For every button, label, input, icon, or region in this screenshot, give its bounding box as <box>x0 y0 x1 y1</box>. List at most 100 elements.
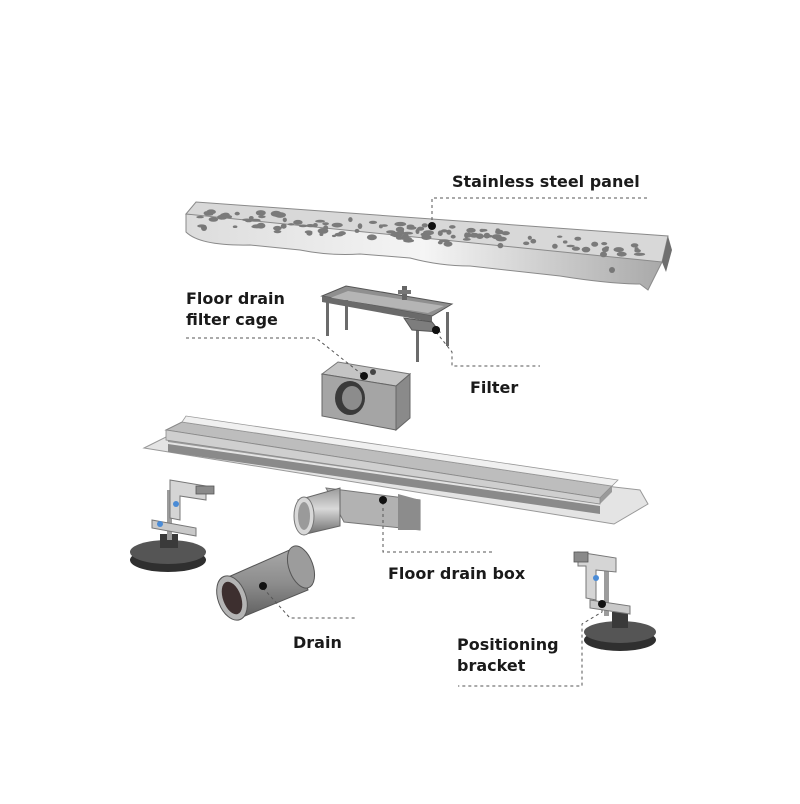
panel-perforation <box>366 234 377 241</box>
panel-perforation <box>206 209 216 215</box>
panel-perforation <box>479 228 485 233</box>
panel-perforation <box>287 223 295 226</box>
label-positioning-bracket: Positioning bracket <box>457 634 559 676</box>
panel-perforation <box>482 234 494 238</box>
panel-perforation <box>421 223 428 228</box>
label-drain: Drain <box>293 632 342 653</box>
dot-drain <box>259 582 267 590</box>
panel-perforation <box>491 234 502 240</box>
panel-perforation <box>232 225 238 228</box>
drain-pipe <box>216 545 316 621</box>
panel-perforation <box>406 226 417 230</box>
panel-perforation <box>574 236 582 241</box>
label-cage-line2: filter cage <box>186 310 278 329</box>
panel-perforation <box>600 251 607 258</box>
panel-perforation <box>331 234 337 238</box>
panel-perforation <box>421 234 432 240</box>
leader-cage <box>186 337 365 377</box>
panel-perforation <box>273 225 282 231</box>
panel-perforation <box>495 228 500 232</box>
panel-perforation <box>571 246 581 251</box>
label-bracket-line1: Positioning <box>457 635 559 654</box>
dot-box <box>379 496 387 504</box>
positioning-bracket-left <box>130 479 215 572</box>
label-filter: Filter <box>470 377 518 398</box>
panel-perforation <box>601 247 609 253</box>
panel-perforation <box>417 226 425 231</box>
positioning-bracket-right <box>573 551 656 651</box>
panel-perforation <box>566 244 575 248</box>
panel-perforation <box>562 240 568 244</box>
panel-perforation <box>464 232 469 239</box>
panel-perforation <box>256 222 266 229</box>
leader-lines <box>186 197 650 687</box>
panel-perforation <box>258 215 266 219</box>
panel-perforation <box>313 223 318 228</box>
panel-perforation <box>423 230 434 236</box>
panel-perforation <box>354 228 360 233</box>
panel-perforation <box>293 219 303 225</box>
panel-perforation <box>557 235 563 238</box>
stainless-steel-panel <box>185 201 672 291</box>
dot-filter <box>432 326 440 334</box>
panel-perforation <box>348 217 353 223</box>
panel-perforation <box>495 231 505 235</box>
panel-perforation <box>440 229 448 233</box>
panel-perforation <box>630 243 639 248</box>
panel-perforation <box>591 241 599 247</box>
panel-perforation <box>203 211 209 215</box>
panel-perforation <box>390 233 401 237</box>
panel-perforation <box>476 233 484 239</box>
panel-perforation <box>450 234 456 239</box>
panel-perforation <box>449 225 456 229</box>
leader-bracket <box>458 604 603 687</box>
panel-perforation <box>319 232 324 236</box>
panel-perforation <box>399 230 404 236</box>
panel-perforation <box>378 224 383 229</box>
label-filter-text: Filter <box>470 378 519 397</box>
panel-perforation <box>523 241 530 246</box>
panel-perforation <box>221 212 230 217</box>
panel-perforation <box>400 237 409 241</box>
panel-perforation <box>306 224 315 228</box>
panel-perforation <box>497 242 504 249</box>
drain-channel <box>142 415 649 536</box>
panel-perforation <box>255 210 266 216</box>
panel-perforation <box>234 211 240 216</box>
leader-dots <box>259 222 606 608</box>
panel-perforation <box>282 217 287 223</box>
panel-perforation <box>338 231 346 236</box>
panel-perforation <box>462 238 471 241</box>
panel-perforation <box>443 241 453 247</box>
leader-box <box>382 502 494 553</box>
label-stainless-steel-panel: Stainless steel panel <box>452 171 640 192</box>
label-floor-drain-box-text: Floor drain box <box>388 564 526 583</box>
label-drain-text: Drain <box>293 633 342 652</box>
panel-perforation <box>394 221 407 227</box>
dot-bracket <box>598 600 606 608</box>
panel-perforation <box>322 222 329 226</box>
leader-filter <box>435 331 540 367</box>
panel-perforation <box>368 220 378 224</box>
panel-perforation <box>530 238 537 244</box>
label-floor-drain-box: Floor drain box <box>388 563 525 584</box>
dot-cage <box>360 372 368 380</box>
panel-perforation <box>331 222 343 228</box>
label-stainless-steel-panel-text: Stainless steel panel <box>452 172 640 191</box>
panel-perforation <box>196 215 204 219</box>
panel-perforation <box>273 230 282 234</box>
panel-perforation <box>208 217 219 222</box>
panel-perforation <box>298 224 308 228</box>
filter-box <box>320 361 412 432</box>
panel-perforation <box>466 227 476 233</box>
panel-perforation <box>315 219 326 223</box>
panel-perforation <box>601 242 608 246</box>
panel-perforation <box>280 223 287 229</box>
label-bracket-line2: bracket <box>457 656 526 675</box>
filter-cage <box>320 285 454 362</box>
panel-perforation <box>270 210 282 217</box>
panel-perforation <box>633 252 646 256</box>
panel-perforation <box>616 251 627 257</box>
